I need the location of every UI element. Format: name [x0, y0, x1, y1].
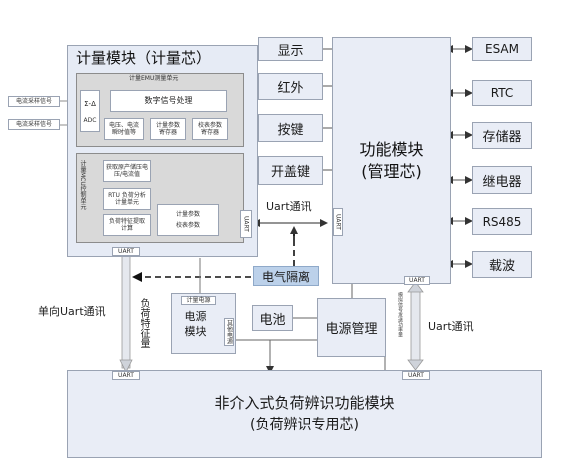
infrared-label: 红外: [277, 81, 304, 96]
calib-register-label: 校表参数 寄存器: [197, 122, 222, 136]
other-power-label: 其他电源: [225, 320, 233, 344]
mcu-item-2: RTU 负荷分析 计量单元: [103, 188, 151, 210]
func-module-title: 功能模块 (管理芯): [359, 139, 424, 181]
one-way-uart-label: 单向Uart通讯: [38, 305, 106, 318]
keypad-peripheral: 按键: [258, 114, 323, 142]
nilm-uart-right-label: UART: [408, 372, 424, 379]
current-sensor-2-label: 电流采样信号: [15, 121, 52, 128]
func-uart-left: UART: [333, 208, 343, 236]
nilm-subtitle: (负荷辨识专用芯): [250, 417, 359, 433]
adc-label: ADC: [83, 116, 97, 124]
meter-module-title: 计量模块（计量芯）: [76, 49, 212, 67]
current-sensor-2: 电流采样信号: [8, 119, 60, 130]
esam-peripheral: ESAM: [472, 37, 532, 61]
isolation-label: 电气隔离: [253, 266, 319, 286]
meter-uart-mid: UART: [240, 210, 252, 238]
rtc-label: RTC: [490, 86, 514, 100]
carrier-peripheral: 载波: [472, 251, 532, 278]
cover-key-peripheral: 开盖键: [258, 156, 323, 185]
nilm-uart-right: UART: [402, 371, 430, 380]
meter-uart-bottom-label: UART: [118, 248, 134, 255]
nilm-module: 非介入式负荷辨识功能模块 (负荷辨识专用芯): [67, 370, 542, 458]
storage-peripheral: 存储器: [472, 122, 532, 149]
carrier-label: 载波: [488, 259, 515, 274]
storage-label: 存储器: [482, 130, 522, 145]
uart-comm-label: Uart通讯: [266, 200, 312, 213]
func-uart-bottom-label: UART: [409, 277, 425, 284]
current-sensor-1-label: 电流采样信号: [15, 98, 52, 105]
calib-register: 校表参数 寄存器: [192, 118, 228, 140]
rtc-peripheral: RTC: [472, 80, 532, 106]
display-label: 显示: [277, 43, 304, 59]
meter-register: 计量参数 寄存器: [150, 118, 186, 140]
power-signal-label: 模拟信号发送功率量: [397, 292, 403, 337]
current-sensor-1: 电流采样信号: [8, 96, 60, 107]
power-mgmt-label: 电源管理: [325, 322, 378, 337]
meter-uart-mid-label: UART: [242, 216, 250, 232]
mcu-item-1-label: 获取原产储压电压/电流值: [105, 164, 148, 178]
nilm-uart-left-label: UART: [118, 372, 134, 379]
nilm-title: 非介入式负荷辨识功能模块: [214, 394, 395, 412]
mcu-item-2-label: RTU 负荷分析 计量单元: [108, 192, 146, 206]
adc-sigma: Σ-Δ: [84, 99, 96, 108]
relay-peripheral: 继电器: [472, 166, 532, 194]
mcu-item-1: 获取原产储压电压/电流值: [103, 160, 151, 182]
mcu-label: 计量MCU控制单元: [79, 160, 86, 210]
rs485-peripheral: RS485: [472, 208, 532, 235]
dsp-label: 数字信号处理: [144, 96, 193, 105]
isolation-text: 电气隔离: [261, 269, 310, 284]
load-feature-label: 负荷特征量: [138, 298, 149, 348]
meter-power-label: 计量电源: [186, 297, 211, 304]
meter-power-block: 计量电源: [181, 296, 216, 305]
power-module-label: 电源 模块: [184, 309, 207, 338]
infrared-peripheral: 红外: [258, 73, 323, 100]
cover-key-label: 开盖键: [270, 165, 310, 180]
meter-register-label: 计量参数 寄存器: [155, 122, 180, 136]
params-block: 计量参数 校表参数: [157, 204, 219, 236]
func-uart-left-label: UART: [334, 214, 342, 230]
mcu-item-3: 负荷特征提取 计算: [103, 214, 151, 236]
power-mgmt-block: 电源管理: [317, 298, 386, 357]
adc-block: Σ-Δ ADC: [80, 90, 100, 132]
relay-label: 继电器: [482, 174, 522, 190]
params-label-1: 计量参数: [175, 211, 200, 218]
emu-title: 计量EMU测量单元: [129, 75, 179, 82]
other-power-block: 其他电源: [224, 318, 234, 346]
nilm-uart-left: UART: [112, 371, 140, 380]
volt-current-block: 电压、电流 瞬时值等: [104, 118, 144, 140]
rs485-label: RS485: [482, 214, 522, 229]
keypad-label: 按键: [277, 122, 304, 138]
params-label-2: 校表参数: [175, 222, 200, 229]
func-uart-bottom: UART: [404, 276, 430, 285]
func-module: 功能模块 (管理芯): [332, 37, 451, 284]
mcu-item-3-label: 负荷特征提取 计算: [108, 218, 145, 232]
dsp-block: 数字信号处理: [110, 90, 227, 112]
battery-block: 电池: [252, 305, 293, 331]
esam-label: ESAM: [485, 42, 519, 56]
volt-current-label: 电压、电流 瞬时值等: [108, 122, 139, 136]
uart-comm-right-label: Uart通讯: [428, 320, 474, 333]
battery-label: 电池: [259, 312, 286, 328]
display-peripheral: 显示: [258, 37, 323, 61]
meter-uart-bottom: UART: [112, 247, 140, 256]
